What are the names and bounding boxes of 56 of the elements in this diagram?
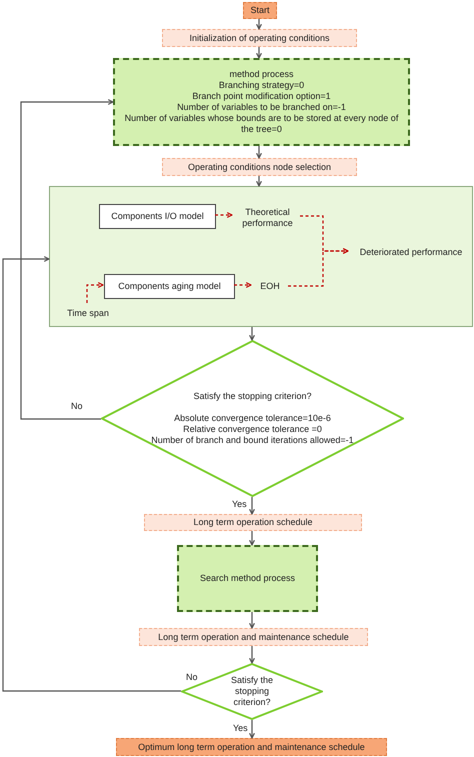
arrow: [249, 497, 255, 515]
process-box: [139, 628, 368, 646]
text-label: Time span: [61, 305, 115, 321]
decision-diamond: [101, 340, 404, 497]
arrow: [256, 146, 262, 159]
arrow: [86, 282, 104, 303]
arrow: [249, 531, 255, 546]
condition-text: Relative convergence tolerance =0: [183, 424, 322, 435]
process-box: [104, 274, 235, 299]
node-text: Initialization of operating conditions: [189, 32, 330, 44]
text-label: Deteriorated performance: [350, 244, 472, 260]
arrow: [2, 256, 181, 692]
arrow: [256, 19, 262, 30]
edge-label: No: [185, 672, 199, 683]
terminal-box: [116, 738, 387, 756]
arrow: [215, 212, 233, 218]
arrow: [249, 720, 255, 739]
edge-label: Yes: [232, 723, 249, 734]
arrow: [288, 248, 349, 287]
node-text: Long term operation schedule: [193, 517, 313, 528]
text-label: Theoretical performance: [234, 206, 301, 230]
process-box: [144, 514, 362, 531]
process-box: [99, 204, 216, 229]
condition-text: Number of branch and bound iterations allowed=-1: [151, 435, 354, 446]
node-text: Number of variables to be branched on=-1: [177, 102, 346, 113]
arrow: [249, 327, 255, 341]
arrow: [20, 99, 114, 420]
node-text: Components I/O model: [111, 211, 204, 222]
decision-diamond: [181, 663, 323, 720]
edge-label: Yes: [231, 499, 248, 510]
process-box: [162, 29, 357, 47]
node-text: Long term operation and maintenance schedule: [158, 632, 349, 642]
arrow: [249, 646, 255, 664]
node-text: Optimum long term operation and maintenance schedule: [138, 742, 365, 752]
condition-text: Satisfy the stopping criterion?: [230, 675, 274, 708]
process-box: [162, 158, 357, 176]
node-text: Operating conditions node selection: [188, 162, 332, 172]
node-text: Components aging model: [118, 281, 221, 292]
process-box: [177, 545, 318, 612]
terminal-box: [243, 2, 277, 19]
group-panel: [49, 186, 473, 327]
arrow: [234, 282, 252, 288]
text-label: EOH: [253, 279, 287, 294]
node-text: Number of variables whose bounds are to be stored at every node of the tree=0: [124, 113, 400, 135]
edge-label: No: [70, 401, 84, 412]
arrow: [256, 176, 262, 187]
node-text: method process: [229, 69, 294, 80]
node-text: Branching strategy=0: [218, 80, 304, 91]
condition-text: Absolute convergence tolerance=10e-6: [174, 413, 331, 424]
node-text: Search method process: [200, 573, 296, 584]
condition-text: Satisfy the stopping criterion?: [193, 391, 312, 402]
node-text: Start: [250, 5, 270, 16]
arrow: [249, 612, 255, 629]
node-text: Branch point modification option=1: [192, 91, 331, 102]
arrow: [256, 47, 262, 59]
process-box: [113, 58, 410, 146]
